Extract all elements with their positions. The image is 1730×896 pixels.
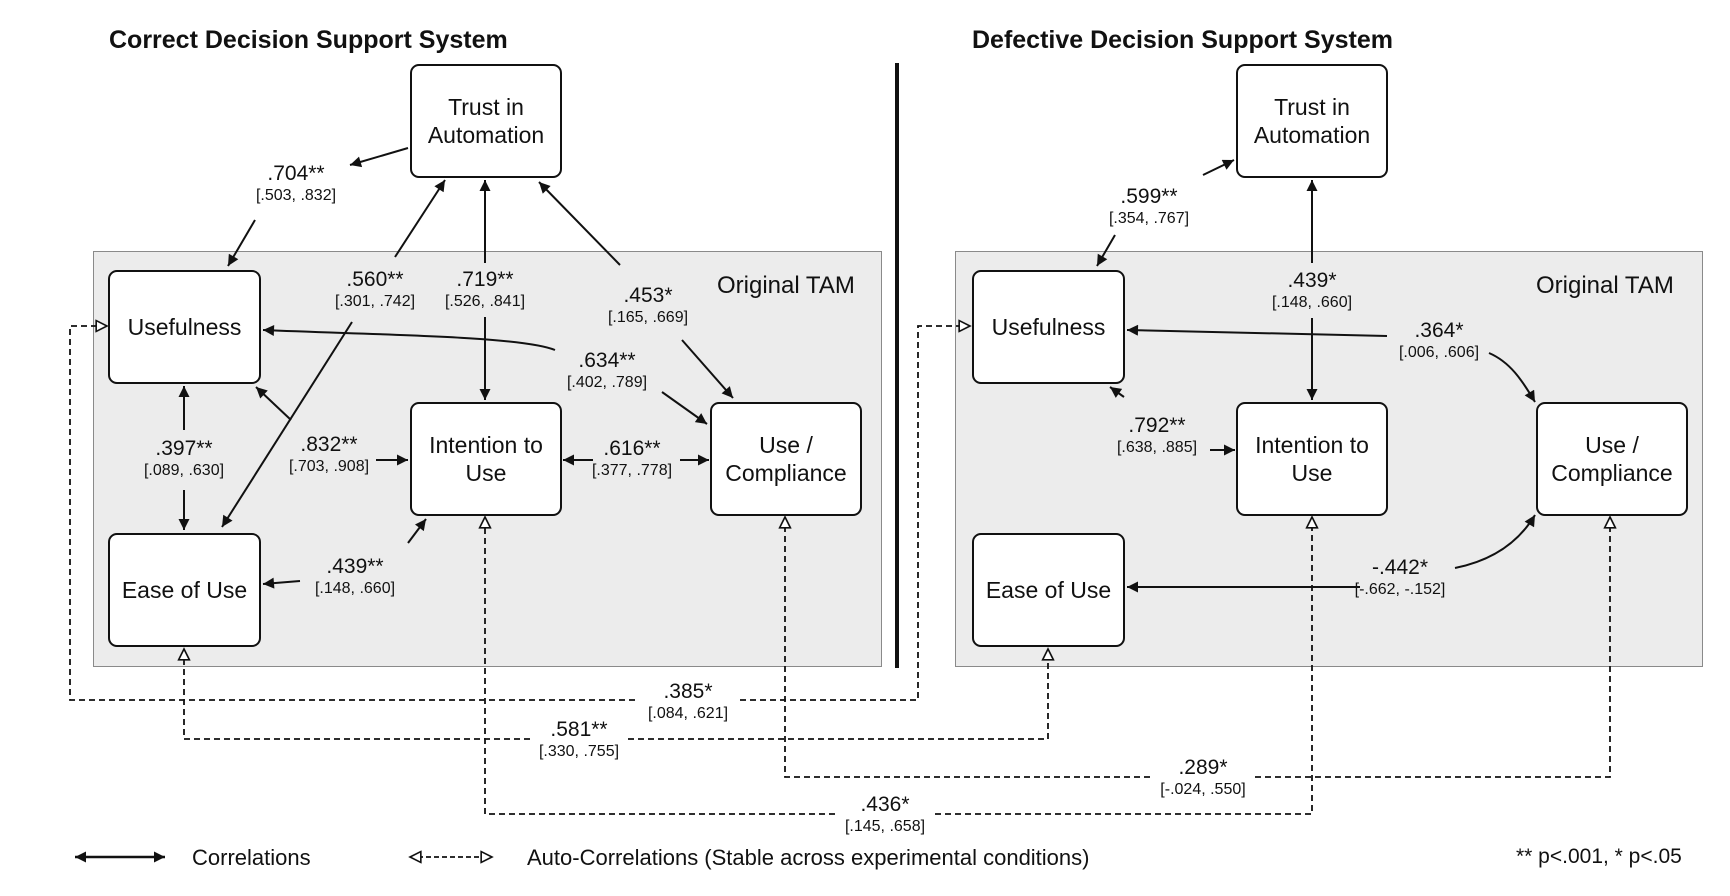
arrow-correct-ease-intention <box>262 577 301 589</box>
arrow-correct-trust-use-b <box>681 339 734 399</box>
defective-use-node: Use / Compliance <box>1536 402 1688 516</box>
arrow-defective-ease-use-b <box>1454 514 1536 569</box>
correct-intention-node: Intention to Use <box>410 402 562 516</box>
arrow-correct-usefulness-intention <box>255 386 292 421</box>
arrow-defective-usefulness-use-b <box>1488 352 1536 403</box>
arrow-defective-usefulness-intention <box>1109 386 1125 398</box>
label-autocorr-use: .289*[-.024, .550] <box>1160 756 1246 798</box>
defective-trust-node: Trust in Automation <box>1236 64 1388 178</box>
label-autocorr-ease: .581**[.330, .755] <box>538 718 620 760</box>
legend-autocorrelations-label: Auto-Correlations (Stable across experim… <box>527 845 1090 870</box>
correct-trust-node: Trust in Automation <box>410 64 562 178</box>
label-defective-trust-intention: .439*[.148, .660] <box>1271 269 1353 311</box>
autocorr-ease <box>184 649 530 740</box>
autocorr-use-b <box>1255 517 1610 778</box>
arrow-defective-usefulness-use <box>1126 324 1388 337</box>
label-correct-trust-ease: .560**[.301, .742] <box>334 268 416 310</box>
legend-correlations-label: Correlations <box>192 845 311 870</box>
autocorr-usefulness <box>69 326 635 701</box>
autocorr-usefulness-b <box>740 326 970 701</box>
correct-tam-label: Original TAM <box>717 272 855 299</box>
label-autocorr-intention: .436*[.145, .658] <box>844 793 926 835</box>
autocorr-intention-b <box>935 517 1312 815</box>
arrow-correct-trust-usefulness-b <box>227 219 256 267</box>
correct-usefulness-node: Usefulness <box>108 270 261 384</box>
arrow-correct-usefulness-use-b <box>661 391 708 425</box>
label-correct-ease-intention: .439**[.148, .660] <box>314 555 396 597</box>
arrow-correct-ease-intention-b <box>407 518 427 544</box>
label-defective-usefulness-use: .364*[.006, .606] <box>1398 319 1480 361</box>
arrow-correct-trust-ease <box>394 179 446 258</box>
arrow-correct-usefulness-use <box>262 324 556 351</box>
label-correct-trust-usefulness: .704**[.503, .832] <box>255 162 337 204</box>
defective-usefulness-node: Usefulness <box>972 270 1125 384</box>
correct-dss-title: Correct Decision Support System <box>109 26 508 54</box>
autocorr-use <box>785 517 1150 778</box>
defective-intention-node: Intention to Use <box>1236 402 1388 516</box>
label-defective-trust-usefulness: .599**[.354, .767] <box>1108 185 1190 227</box>
arrow-correct-trust-ease-b <box>221 321 353 528</box>
autocorr-ease-b <box>628 649 1048 740</box>
label-correct-usefulness-ease: .397**[.089, .630] <box>143 437 225 479</box>
label-autocorr-usefulness: .385*[.084, .621] <box>647 680 729 722</box>
arrow-correct-trust-usefulness <box>349 147 409 168</box>
defective-tam-label: Original TAM <box>1536 272 1674 299</box>
label-correct-trust-intention: .719**[.526, .841] <box>444 268 526 310</box>
defective-ease-node: Ease of Use <box>972 533 1125 647</box>
legend-significance-note: ** p<.001, * p<.05 <box>1516 845 1682 868</box>
label-correct-usefulness-use: .634**[.402, .789] <box>566 349 648 391</box>
label-correct-trust-use: .453*[.165, .669] <box>607 284 689 326</box>
label-correct-intention-use: .616**[.377, .778] <box>591 437 673 479</box>
label-correct-usefulness-intention: .832**[.703, .908] <box>288 433 370 475</box>
correct-use-node: Use / Compliance <box>710 402 862 516</box>
defective-dss-title: Defective Decision Support System <box>972 26 1393 54</box>
arrow-defective-trust-usefulness-b <box>1096 234 1116 267</box>
arrow-correct-trust-use <box>538 181 621 266</box>
label-defective-usefulness-intention: .792**[.638, .885] <box>1116 414 1198 456</box>
arrow-defective-trust-usefulness <box>1202 159 1235 176</box>
correct-ease-node: Ease of Use <box>108 533 261 647</box>
autocorr-intention <box>485 517 835 815</box>
label-defective-ease-use: -.442*[-.662, -.152] <box>1354 556 1446 598</box>
